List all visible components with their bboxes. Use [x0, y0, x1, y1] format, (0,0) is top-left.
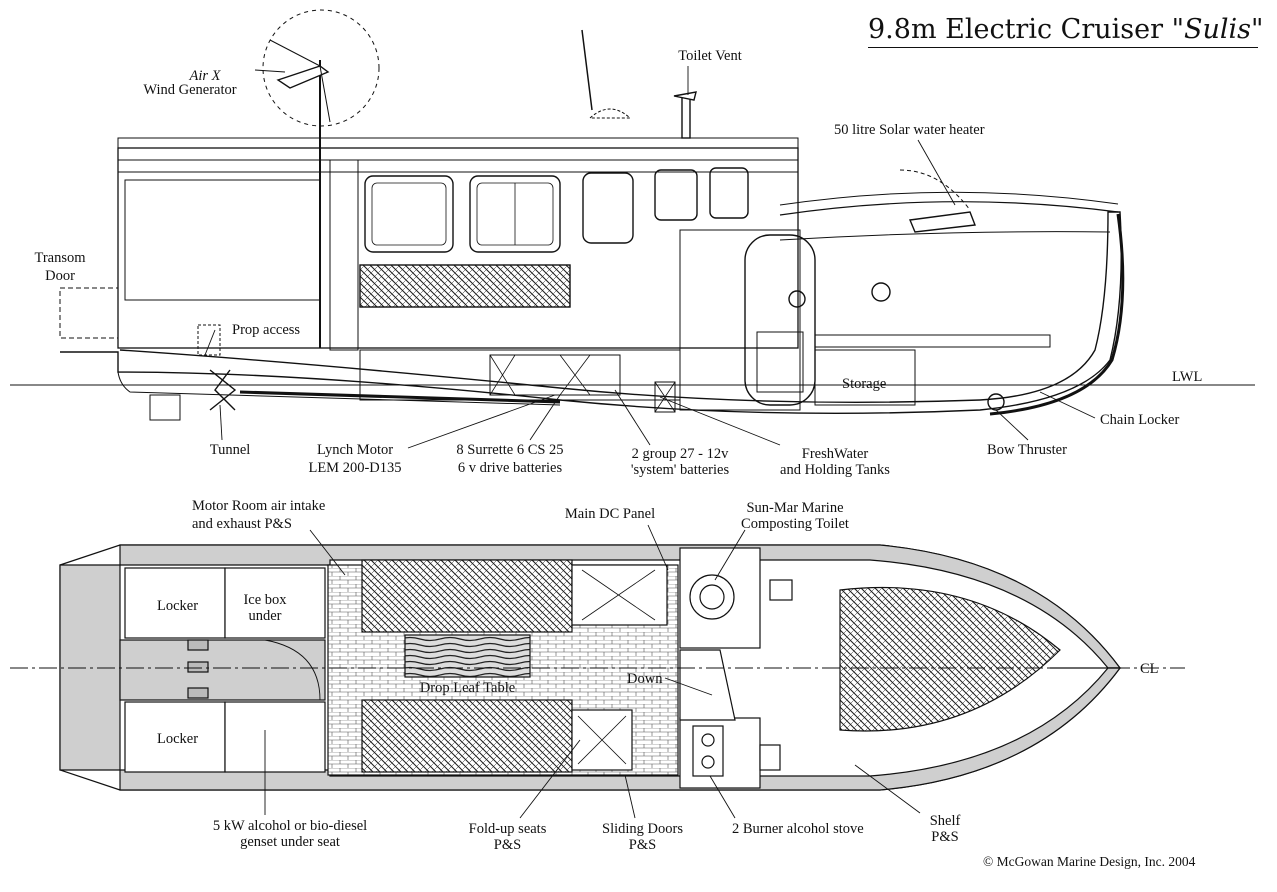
hull-profile [60, 211, 1122, 415]
label-prop-access: Prop access [232, 322, 301, 338]
rudder [149, 394, 181, 421]
settee-stbd [361, 699, 573, 773]
label-sys-batt-2: 'system' batteries [630, 462, 730, 478]
label-tunnel: Tunnel [209, 442, 251, 458]
label-sliding-doors-1: Sliding Doors [602, 821, 683, 837]
label-stove: 2 Burner alcohol stove [732, 821, 864, 837]
label-genset-1: 5 kW alcohol or bio-diesel [212, 818, 368, 834]
label-bow-thruster: Bow Thruster [987, 442, 1067, 458]
propeller [209, 369, 237, 411]
label-drop-leaf-table: Drop Leaf Table [419, 680, 516, 696]
label-shelf-2: P&S [931, 829, 959, 845]
settee-port [361, 559, 573, 633]
genset-box [224, 701, 326, 773]
toilet-vent [681, 95, 691, 139]
label-main-dc-panel: Main DC Panel [564, 506, 656, 522]
label-locker-top: Locker [156, 598, 199, 614]
label-ice-box-1: Ice box [243, 592, 287, 608]
companionway [679, 649, 736, 721]
label-toilet-vent: Toilet Vent [678, 48, 742, 64]
label-motor-room-1: Motor Room air intake [192, 498, 326, 514]
locker-bottom-box [124, 701, 226, 773]
label-sys-batt-1: 2 group 27 - 12v [631, 446, 729, 462]
cockpit-plan [119, 639, 326, 701]
label-transom-door-2: Door [45, 268, 75, 284]
locker-top-box [124, 567, 226, 639]
drive-batteries [489, 354, 621, 396]
cockpit-area [124, 179, 321, 301]
label-drive-batt-1: 8 Surrette 6 CS 25 [456, 442, 564, 458]
window-3 [582, 172, 634, 244]
window-1 [364, 175, 454, 253]
porthole-1 [788, 290, 806, 308]
label-lynch-motor-1: Lynch Motor [316, 442, 394, 458]
window-4 [654, 169, 698, 221]
label-wind-generator: Wind Generator [143, 82, 237, 98]
label-ice-box-2: under [248, 608, 282, 624]
wind-gen-sweep [262, 9, 380, 127]
label-centerline: CL [1140, 661, 1159, 677]
label-shelf-1: Shelf [929, 813, 961, 829]
label-tanks-1: FreshWater [801, 446, 869, 462]
fold-seat-fwd [571, 564, 668, 626]
label-lynch-motor-2: LEM 200-D135 [308, 460, 402, 476]
system-batteries [654, 381, 676, 413]
sheer-line [779, 201, 1119, 216]
copyright-notice: © McGowan Marine Design, Inc. 2004 [983, 854, 1196, 869]
window-5 [709, 167, 749, 219]
label-down: Down [627, 671, 663, 687]
v-berth [839, 586, 1061, 732]
profile-leaders [204, 66, 1096, 449]
antenna [581, 29, 593, 111]
label-motor-room-2: and exhaust P&S [192, 516, 292, 532]
porthole-2 [871, 282, 891, 302]
label-locker-bottom: Locker [156, 731, 199, 747]
plan-view [59, 544, 1122, 791]
label-genset-2: genset under seat [240, 834, 340, 850]
ice-box [224, 567, 326, 639]
cabin-door [329, 159, 359, 351]
label-sliding-doors-2: P&S [628, 837, 657, 853]
label-storage: Storage [842, 376, 887, 392]
label-drive-batt-2: 6 v drive batteries [457, 460, 563, 476]
label-solar-heater: 50 litre Solar water heater [834, 122, 985, 138]
label-tanks-2: and Holding Tanks [780, 462, 890, 478]
label-chain-locker: Chain Locker [1100, 412, 1180, 428]
label-transom-door-1: Transom [34, 250, 86, 266]
label-air-x: Air X [189, 68, 221, 84]
plan-leaders [264, 524, 921, 819]
drawing-title: 9.8m Electric Cruiser "Sulis" [868, 14, 1263, 48]
label-toilet-1: Sun-Mar Marine [746, 500, 844, 516]
label-lwl: LWL [1172, 369, 1203, 385]
solar-heater [909, 211, 976, 233]
label-fold-seats-2: P&S [493, 837, 522, 853]
window-2 [469, 175, 561, 253]
label-fold-seats-1: Fold-up seats [468, 821, 547, 837]
profile-view [10, 9, 1255, 421]
label-toilet-2: Composting Toilet [741, 516, 849, 532]
head-door [744, 234, 816, 406]
cabin-house [117, 147, 799, 349]
drop-leaf-table [404, 634, 531, 678]
